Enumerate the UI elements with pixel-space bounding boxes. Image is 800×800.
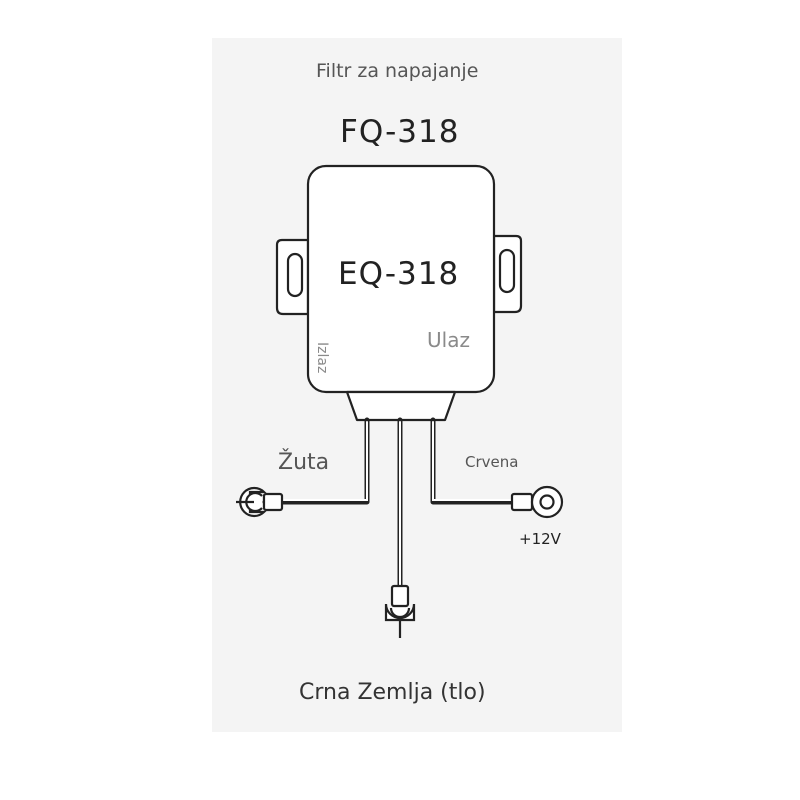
model-name-on-body: EQ-318 (338, 256, 460, 292)
red-wire-label: Crvena (465, 453, 519, 471)
right-mounting-slot (498, 248, 516, 294)
output-label: Izlaz (314, 342, 330, 374)
ring-terminal-icon (510, 485, 564, 519)
voltage-label: +12V (519, 530, 561, 548)
left-mounting-slot (286, 252, 304, 298)
fork-terminal-icon (236, 486, 284, 518)
cable-boot (345, 390, 457, 422)
ground-wire-label: Crna Zemlja (tlo) (299, 680, 486, 705)
yellow-wire-label: Žuta (278, 450, 330, 475)
diagram-subtitle: Filtr za napajanje (316, 60, 479, 82)
fork-terminal-icon (384, 584, 416, 638)
input-label: Ulaz (427, 328, 470, 352)
model-name-title: FQ-318 (340, 114, 460, 150)
